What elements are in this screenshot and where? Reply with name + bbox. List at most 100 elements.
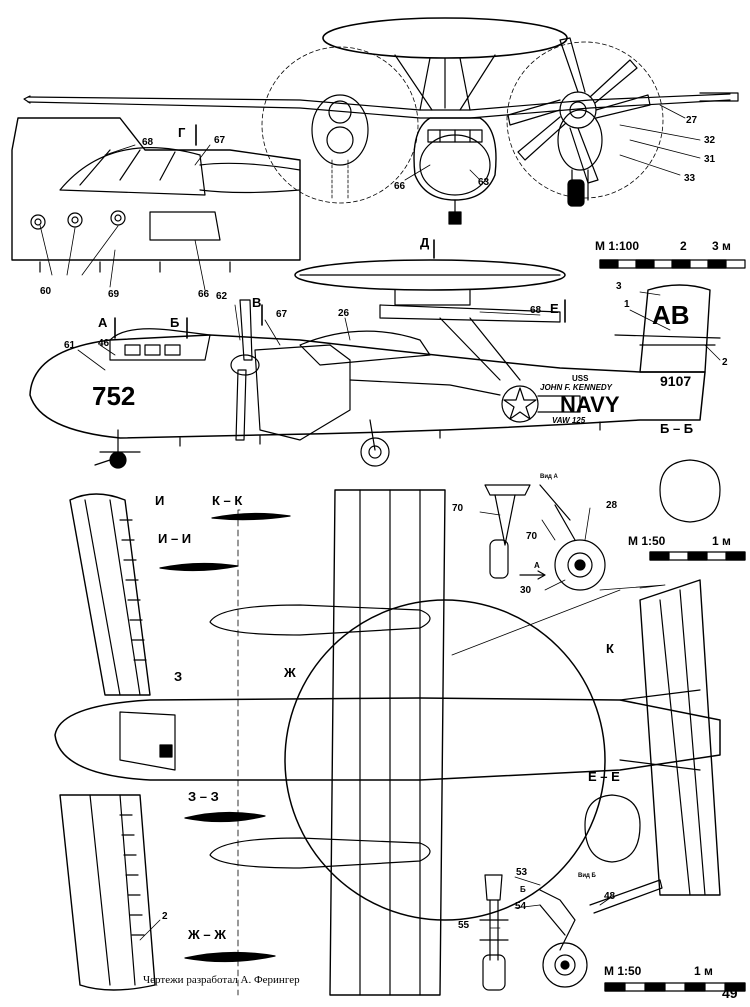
section-label-zz: З – З: [188, 789, 219, 804]
front-wing: [27, 93, 731, 111]
callout-32: 32: [704, 135, 716, 146]
side-view: [29, 259, 721, 469]
drawing-credit: Чертежи разработал А. Ферингер: [143, 974, 300, 986]
side-canopy: [109, 328, 211, 361]
section-label-b: Б: [170, 315, 180, 330]
airfoil-ii: [159, 562, 239, 572]
service-marking: NAVY: [560, 392, 620, 417]
tail-code-marking: AB: [652, 300, 690, 330]
ship-line1-marking: USS: [572, 374, 589, 383]
page-number: 49: [722, 985, 738, 1001]
outer-wing-panel: [69, 493, 151, 696]
front-prop-disc-left: [261, 46, 419, 204]
callout-1: 1: [624, 299, 630, 310]
plan-nacelle-upper: [209, 604, 431, 636]
section-label-ee: Е – Е: [588, 769, 620, 784]
plan-view: [54, 489, 721, 996]
scale-100-label: М 1:100: [595, 239, 640, 253]
inner-wing-panel: [59, 794, 156, 991]
scale-50-top-label: М 1:50: [628, 534, 666, 548]
scale-bar-50-top: [649, 551, 746, 561]
callout-28: 28: [606, 500, 618, 511]
front-propeller-blades: [507, 37, 651, 184]
callout-27: 27: [686, 115, 698, 126]
squadron-marking: VAW 125: [552, 416, 586, 425]
scale-100-end: 3 м: [712, 239, 731, 253]
callout-26: 26: [338, 308, 350, 319]
side-propeller: [235, 299, 253, 441]
section-hatch: [149, 211, 221, 241]
callout-69: 69: [108, 289, 120, 300]
scale-50-bottom-label: М 1:50: [604, 964, 642, 978]
section-label-e: Е: [550, 301, 559, 316]
callout-55: 55: [458, 920, 470, 931]
plan-wing: [329, 489, 446, 996]
section-label-z: З: [174, 669, 183, 684]
callout-54: 54: [515, 901, 527, 912]
side-insignia: [501, 385, 539, 423]
callout-70a: 70: [452, 503, 464, 514]
side-vertical-tail: [639, 284, 711, 373]
section-label-zh: Ж: [284, 665, 296, 680]
callout-66b: 66: [198, 289, 210, 300]
callout-70b: 70: [526, 531, 538, 542]
plan-tail: [639, 579, 721, 896]
callout-53: 53: [516, 867, 528, 878]
front-prop-disc-right: [506, 41, 664, 199]
side-radome: [294, 259, 566, 291]
section-ee-outline: [584, 794, 641, 863]
section-label-zhzh: Ж – Ж: [188, 927, 226, 942]
plan-fuselage: [54, 697, 721, 781]
callout-60: 60: [40, 286, 52, 297]
callout-67b: 67: [276, 309, 288, 320]
ship-line2-marking: JOHN F. KENNEDY: [540, 383, 613, 392]
callout-31: 31: [704, 154, 716, 165]
callout-63: 63: [478, 177, 490, 188]
section-label-bb: Б – Б: [660, 421, 694, 436]
view-a-label: Вид А: [540, 474, 558, 480]
callout-33: 33: [684, 173, 696, 184]
callout-66a: 66: [394, 181, 406, 192]
callout-68b: 68: [530, 305, 542, 316]
callout-68a: 68: [142, 137, 154, 148]
plan-nacelle-lower: [209, 837, 431, 869]
tail-number-marking: 9107: [660, 373, 692, 389]
callout-61: 61: [64, 340, 76, 351]
scale-bar-50-bottom: [604, 982, 746, 992]
side-nacelle: [254, 344, 351, 441]
callout-2a: 2: [722, 357, 728, 368]
section-label-ii: И – И: [158, 531, 192, 546]
plan-radome: [284, 599, 606, 921]
section-label-g: Г: [178, 125, 186, 140]
scale-100-mid: 2: [680, 239, 687, 253]
callout-46: 46: [98, 338, 110, 349]
nose-gear-detail: [484, 484, 606, 591]
front-radome-pylon: [419, 57, 471, 111]
callout-3: 3: [616, 281, 622, 292]
callout-67a: 67: [214, 135, 226, 146]
callout-62: 62: [216, 291, 228, 302]
section-label-i: И: [155, 493, 165, 508]
section-label-d: Д: [420, 235, 430, 250]
section-outline: [11, 117, 301, 261]
callout-2b: 2: [162, 911, 168, 922]
front-nacelle-left: [311, 94, 369, 166]
section-label-k: К: [606, 641, 614, 656]
section-label-a: А: [98, 315, 108, 330]
airfoil-zz: [184, 811, 266, 823]
front-view: [23, 17, 739, 225]
cockpit-section-view: [11, 117, 301, 273]
modex-marking: 752: [92, 381, 136, 411]
scale-bar-100: [599, 259, 746, 269]
callout-30: 30: [520, 585, 532, 596]
arrow-a-label: А: [534, 561, 540, 570]
scale-50-top-end: 1 м: [712, 534, 731, 548]
scale-50-bottom-end: 1 м: [694, 964, 713, 978]
section-label-kk: К – К: [212, 493, 243, 508]
airfoil-kk: [211, 512, 291, 521]
side-main-gear: [369, 419, 376, 451]
main-gear-detail: [479, 874, 663, 991]
section-bb-outline: [659, 459, 721, 523]
